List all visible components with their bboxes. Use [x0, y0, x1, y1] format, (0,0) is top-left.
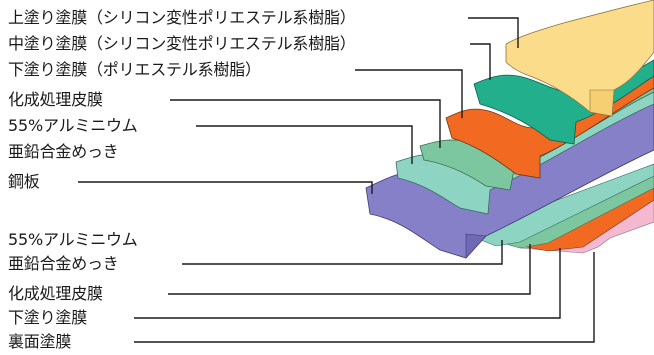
leader-lines: [78, 17, 595, 343]
leader-middle-coat: [470, 43, 491, 80]
steel-edge: [465, 233, 487, 259]
leader-back-primer: [134, 248, 561, 319]
label-back-primer: 下塗り塗膜: [8, 308, 88, 327]
label-middle-coat: 中塗り塗膜（シリコン変性ポリエステル系樹脂）: [8, 34, 356, 53]
label-plating-line2: 亜鉛合金めっき: [8, 142, 119, 161]
label-back-coat: 裏面塗膜: [8, 332, 72, 351]
middle-coat-layer: [473, 59, 654, 145]
top-coat-layer: [505, 0, 654, 117]
leader-primer: [355, 69, 463, 118]
label-top-coat: 上塗り塗膜（シリコン変性ポリエステル系樹脂）: [8, 8, 356, 27]
back-plating-layer: [465, 163, 654, 247]
label-steel: 鋼板: [8, 172, 40, 191]
label-back-chemical-film: 化成処理皮膜: [8, 284, 103, 303]
leader-plating: [196, 125, 413, 164]
leader-chemical-film: [170, 99, 441, 148]
leader-back-plating: [182, 240, 503, 265]
leader-back-chemical-film: [168, 244, 531, 295]
label-plating-line1: 55%アルミニウム: [8, 116, 138, 135]
label-primer: 下塗り塗膜（ポリエステル系樹脂）: [8, 60, 261, 79]
leader-steel: [78, 181, 373, 194]
label-back-plating-line2: 亜鉛合金めっき: [8, 254, 119, 273]
leader-top-coat: [468, 17, 519, 48]
label-chemical-film: 化成処理皮膜: [8, 90, 103, 109]
label-back-plating-line1: 55%アルミニウム: [8, 230, 138, 249]
leader-back-coat: [134, 252, 595, 343]
top-coat-edge: [589, 89, 615, 117]
